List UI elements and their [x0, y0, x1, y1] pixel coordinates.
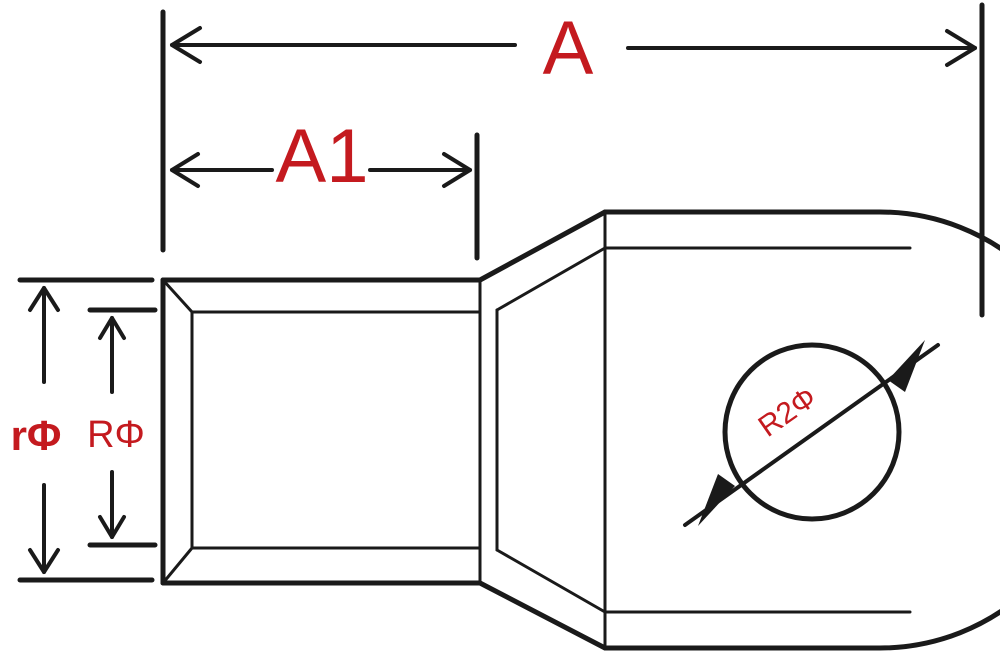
dimension-r-phi-label: rΦ	[11, 412, 62, 459]
terminal-barrel	[160, 277, 499, 586]
taper-bottom-outer	[477, 580, 608, 651]
dimension-a-label: A	[543, 6, 594, 91]
dimension-big-r-phi-label: RΦ	[87, 414, 145, 456]
dimension-a1: A1	[170, 114, 480, 261]
terminal-ring-tongue	[602, 209, 1000, 651]
dimension-big-r-phi: RΦ	[87, 307, 158, 548]
dimension-a1-right-arrow-icon	[442, 152, 472, 188]
dimension-big-r-phi-top-arrow-icon	[98, 316, 126, 340]
dimension-a-left-arrow-icon	[170, 26, 202, 64]
dimension-r-phi-top-arrow-icon	[28, 286, 60, 312]
ring-outer-outline	[602, 209, 1000, 651]
stud-hole	[722, 342, 902, 522]
dimension-a1-left-arrow-icon	[170, 152, 200, 188]
dimension-r2-phi-lower-arrow-icon	[698, 474, 735, 526]
terminal-taper	[477, 209, 608, 651]
dimension-r-phi-bottom-arrow-icon	[28, 548, 60, 574]
barrel-bottom-chamfer	[161, 546, 194, 585]
dimension-r-phi: rΦ	[11, 277, 155, 583]
dimension-r2-phi-upper-arrow-icon	[888, 340, 925, 392]
taper-top-inner	[495, 246, 607, 312]
dimension-a1-label: A1	[276, 114, 369, 199]
taper-bottom-inner	[495, 548, 607, 614]
dimension-big-r-phi-bottom-arrow-icon	[98, 515, 126, 539]
barrel-top-chamfer	[161, 278, 194, 314]
dimension-a-right-arrow-icon	[945, 29, 977, 67]
taper-top-outer	[477, 209, 608, 283]
dimension-a: A	[160, 2, 985, 318]
